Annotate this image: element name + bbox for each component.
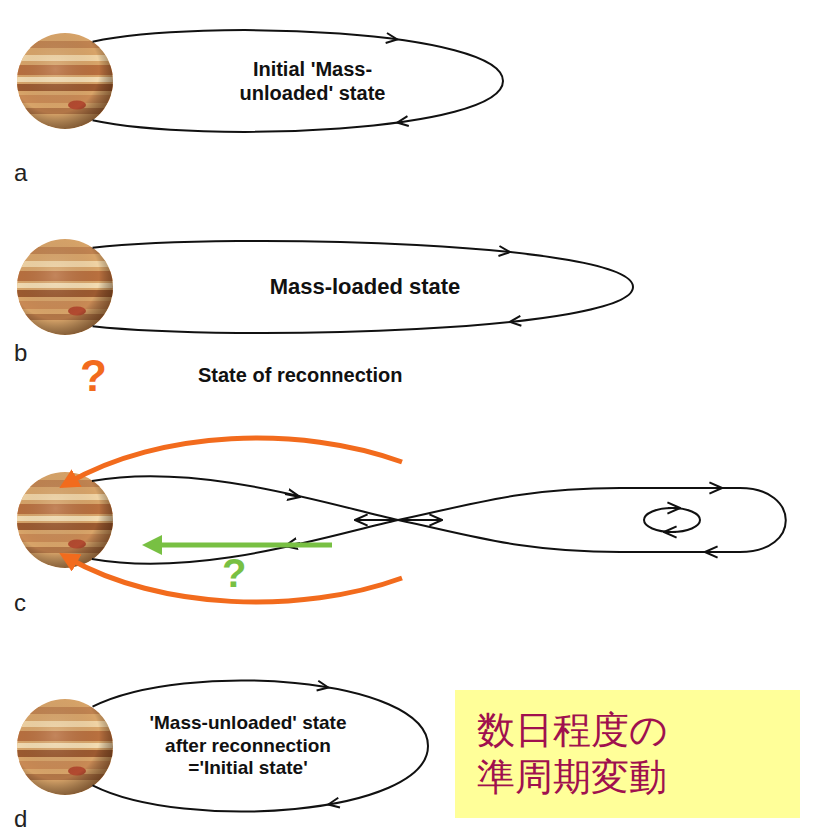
state-label: Mass-loaded state [240, 274, 490, 300]
panel-letter: b [14, 340, 27, 366]
panel-letter: c [14, 590, 26, 616]
flow-arrow [152, 543, 332, 548]
question-mark: ? [80, 352, 107, 400]
jupiter-planet [15, 697, 115, 797]
jupiter-planet [15, 237, 115, 337]
panel-letter: d [14, 806, 27, 832]
reconnection-field-lines [92, 476, 786, 564]
jupiter-planet [15, 470, 115, 570]
state-label: 'Mass-unloaded' state after reconnection… [148, 712, 348, 780]
jupiter-planet [15, 31, 115, 131]
note-text: 数日程度の 準周期変動 [477, 707, 682, 802]
flow-arrow [68, 438, 402, 483]
field-line-loop: 'Mass-unloaded' state after reconnection… [60, 660, 430, 832]
field-line-loop: Mass-loaded state [60, 232, 635, 342]
panel-letter: a [14, 160, 27, 186]
state-label: Initial 'Mass-unloaded' state [225, 57, 400, 105]
question-mark: ? [222, 551, 246, 595]
field-line-outline [60, 18, 505, 144]
note-box: 数日程度の 準周期変動 [455, 690, 800, 818]
field-line-loop: Initial 'Mass-unloaded' state [60, 18, 505, 144]
state-heading: State of reconnection [198, 364, 402, 386]
